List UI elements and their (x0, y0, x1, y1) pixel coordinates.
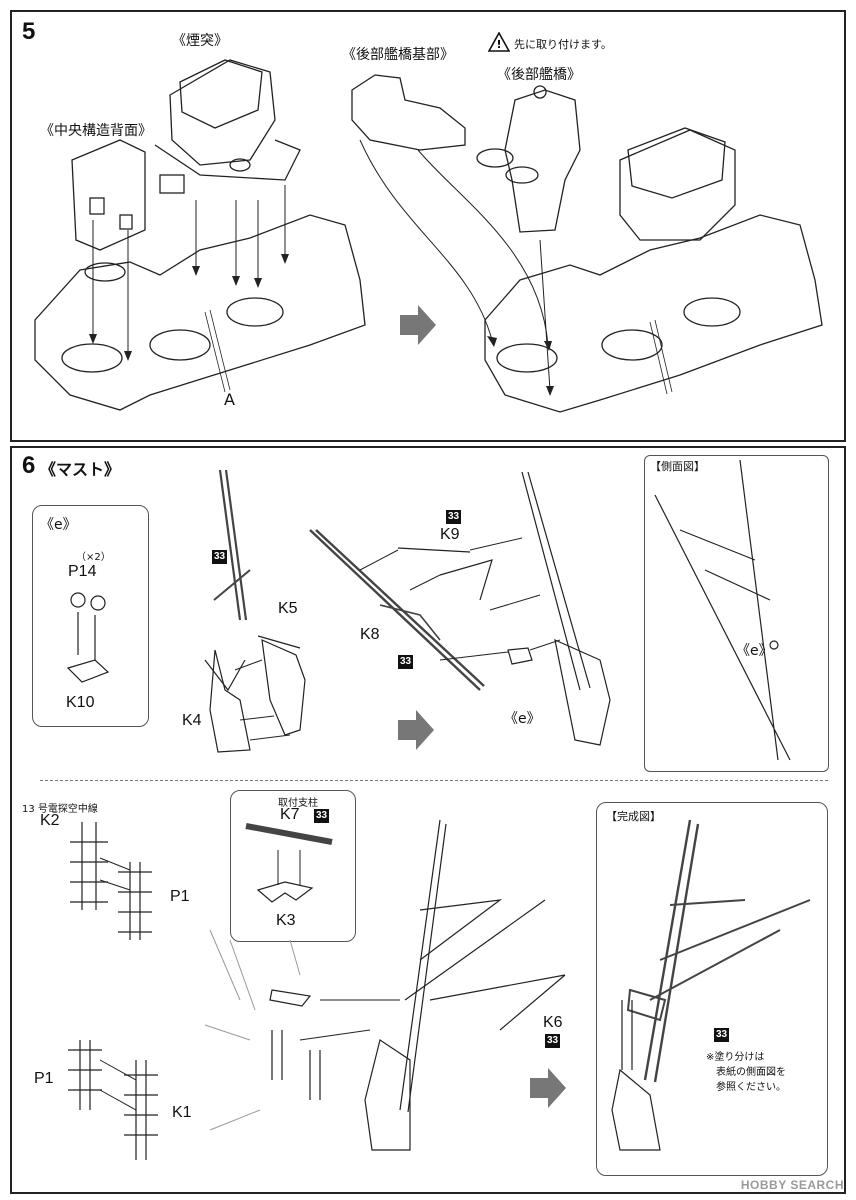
paint-badge-k7: 33 (314, 809, 330, 823)
rear-bridge-base (351, 74, 466, 151)
part-k3: K3 (276, 912, 296, 929)
paint-badge-k6: 33 (545, 1034, 561, 1048)
radar-note: 13 号電探空中線 (22, 804, 98, 815)
rear-bridge-tower (504, 89, 581, 233)
warning-icon: ! (488, 32, 510, 52)
part-k10: K10 (66, 694, 95, 711)
turret-well-3 (226, 297, 284, 327)
paint-note-1: ※塗り分けは (706, 1052, 765, 1063)
paint-note-2: 表紙の側面図を (716, 1067, 786, 1078)
mount-post-label: 取付支柱 (278, 798, 318, 809)
chimney-body (169, 59, 276, 166)
paint-badge-complete: 33 (714, 1028, 730, 1042)
turret-well-2 (149, 329, 211, 361)
sub-e-box (32, 505, 149, 727)
step-6-title: 《マスト》 (40, 460, 121, 479)
svg-text:!: ! (496, 38, 501, 51)
part-k9: K9 (440, 526, 460, 543)
central-back-panel (71, 139, 146, 251)
part-k5: K5 (278, 600, 298, 617)
hull-base-left (34, 214, 366, 411)
side-view-box (644, 455, 829, 772)
paint-note-3: 参照ください。 (716, 1082, 786, 1093)
side-view-label: 【側面図】 (650, 460, 705, 473)
part-k2: K2 (40, 812, 60, 829)
sub-e-label: 《e》 (40, 517, 77, 533)
complete-view-label: 【完成図】 (606, 810, 661, 823)
caution-text: 先に取り付けます。 (514, 38, 612, 51)
hull-base-right (484, 214, 823, 413)
central-back-label: 《中央構造背面》 (40, 123, 152, 139)
part-p14: P14 (68, 563, 97, 580)
e-label-side: 《e》 (736, 643, 773, 659)
part-p1-top: P1 (170, 888, 190, 905)
part-k8: K8 (360, 626, 380, 643)
part-k4: K4 (182, 712, 202, 729)
paint-badge-k9: 33 (446, 510, 462, 524)
chimney-label: 《煙突》 (172, 33, 228, 49)
turret-well-4 (84, 262, 126, 282)
step-5-illustration (34, 59, 823, 413)
turret-well-1 (61, 343, 123, 373)
part-k7: K7 (280, 806, 300, 823)
step-5-number: 5 (22, 18, 36, 45)
part-k6: K6 (543, 1014, 563, 1031)
rear-bridge-label: 《後部艦橋》 (497, 67, 581, 83)
paint-badge-k5: 33 (212, 550, 228, 564)
paint-badge-k8: 33 (398, 655, 414, 669)
step-5-panel (10, 10, 846, 442)
step-6-number: 6 (22, 452, 36, 479)
complete-view-box (596, 802, 828, 1176)
label-a: A (224, 390, 235, 409)
times-two: （×2） (76, 552, 111, 563)
e-label: 《e》 (504, 711, 541, 727)
rear-bridge-base-label: 《後部艦橋基部》 (342, 47, 454, 63)
watermark: HOBBY SEARCH (740, 1178, 844, 1192)
divider-dashed (40, 780, 828, 781)
part-p1-bottom: P1 (34, 1070, 54, 1087)
part-k1: K1 (172, 1104, 192, 1121)
